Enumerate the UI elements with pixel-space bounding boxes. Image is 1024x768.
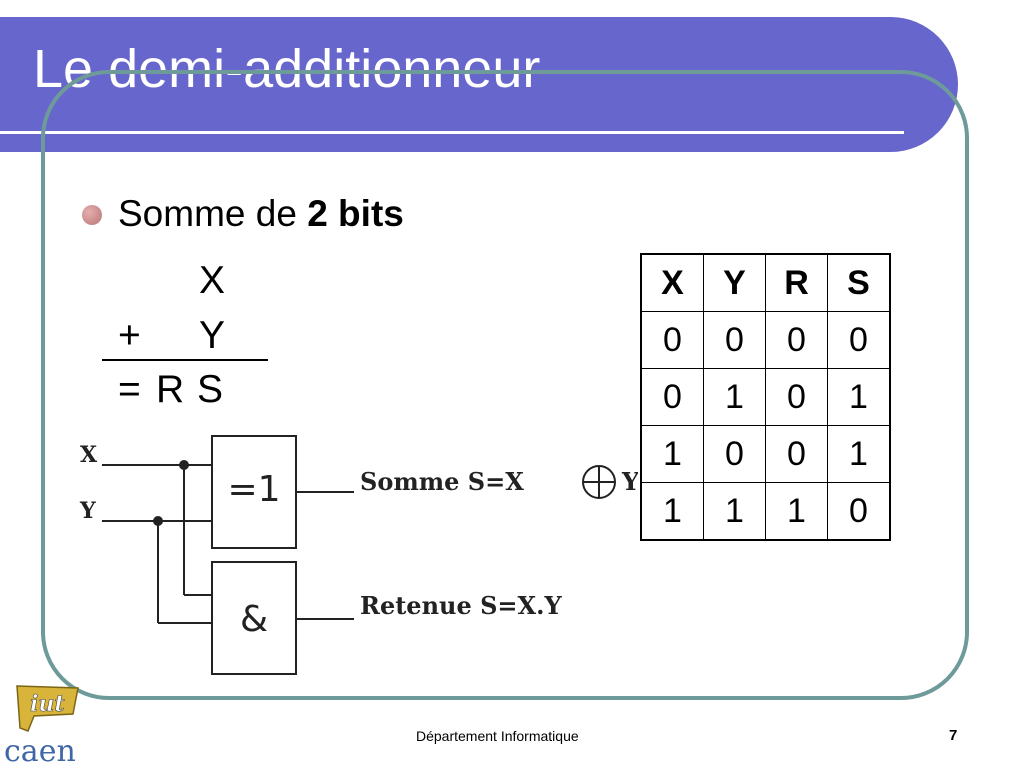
and-gate-label: &: [240, 599, 268, 640]
table-cell: 0: [703, 425, 766, 483]
addition-sum-line: [102, 359, 268, 361]
header-r: R: [765, 253, 828, 312]
truth-table-header-row: X Y R S: [640, 253, 891, 312]
header-x: X: [640, 253, 704, 312]
table-row: 1 1 1 0: [640, 482, 891, 541]
iut-caen-logo: iut caen: [4, 685, 79, 768]
circuit-wires: [102, 464, 354, 624]
bullet-bold-text: 2 bits: [307, 193, 404, 234]
footer-department: Département Informatique: [416, 728, 579, 744]
table-cell: 0: [640, 311, 704, 369]
table-cell: 1: [640, 482, 704, 541]
bullet-dot-icon: [82, 205, 102, 225]
table-cell: 0: [765, 425, 828, 483]
header-y: Y: [703, 253, 766, 312]
input-y-label: Y: [79, 498, 96, 524]
truth-table: X Y R S 0 0 0 0 0 1 0 1 1 0 0 1 1 1 1 0: [640, 253, 891, 541]
table-cell: 1: [703, 482, 766, 541]
table-cell: 1: [703, 368, 766, 426]
addition-result-s: S: [197, 368, 224, 411]
bullet-item: Somme de 2 bits: [118, 193, 404, 235]
bullet-text: Somme de: [118, 193, 308, 234]
table-cell: 0: [703, 311, 766, 369]
carry-output-label: Retenue S=X.Y: [360, 591, 563, 620]
slide-title: Le demi-additionneur: [33, 39, 541, 99]
half-adder-circuit: X Y =1 & Somme S=X Y Retenue S=X.Y: [79, 435, 638, 675]
sum-output-label-suffix: Y: [621, 467, 638, 496]
content-frame: [41, 70, 969, 700]
logo-caen-text: caen: [4, 734, 76, 768]
logo-iut-text: iut: [30, 691, 65, 717]
logo-emblem: [16, 685, 79, 732]
table-cell: 0: [827, 311, 891, 369]
table-cell: 1: [640, 425, 704, 483]
table-row: 0 0 0 0: [640, 311, 891, 369]
page-number: 7: [949, 727, 958, 744]
table-cell: 1: [827, 425, 891, 483]
table-cell: 1: [827, 368, 891, 426]
and-gate: [211, 561, 297, 675]
x-junction-dot: [179, 460, 189, 470]
title-bar: [0, 17, 958, 152]
table-cell: 0: [640, 368, 704, 426]
title-underline: [0, 131, 904, 134]
table-cell: 1: [765, 482, 828, 541]
table-cell: 0: [765, 368, 828, 426]
table-cell: 0: [827, 482, 891, 541]
addition-operand-y: Y: [199, 314, 226, 357]
addition-plus-sign: +: [118, 314, 141, 357]
xor-gate: [211, 435, 297, 549]
y-junction-dot: [153, 516, 163, 526]
table-cell: 0: [765, 311, 828, 369]
addition-operand-x: X: [199, 259, 226, 302]
input-x-label: X: [80, 442, 98, 468]
addition-equals-sign: =: [118, 368, 141, 411]
xor-gate-label: =1: [227, 469, 280, 510]
addition-result-r: R: [156, 368, 185, 411]
table-row: 1 0 0 1: [640, 425, 891, 483]
table-row: 0 1 0 1: [640, 368, 891, 426]
header-s: S: [827, 253, 891, 312]
sum-output-label-prefix: Somme S=X: [360, 467, 524, 496]
